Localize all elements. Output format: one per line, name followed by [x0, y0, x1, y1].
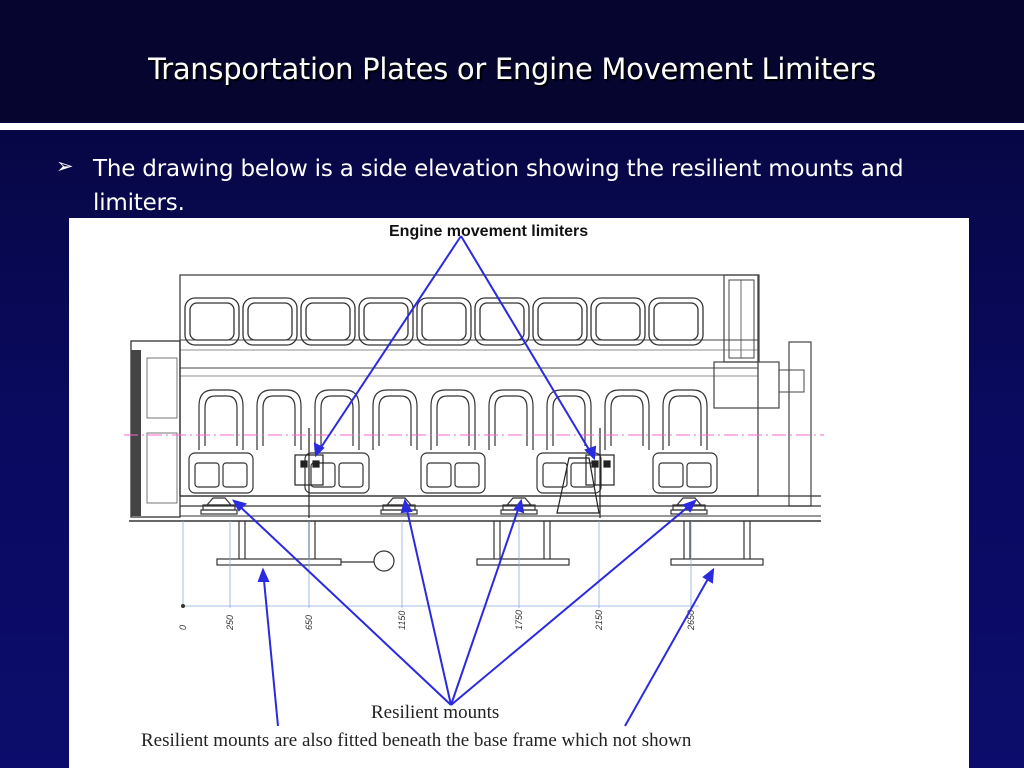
label-resilient-mounts: Resilient mounts — [371, 702, 500, 723]
arrowhead-bullet-icon: ➢ — [56, 154, 74, 178]
dimension-label: 0 — [178, 625, 188, 630]
dimension-label: 1750 — [514, 610, 524, 630]
dimension-label: 2150 — [594, 610, 604, 631]
engine-drawing: 0 250 650 1150 1750 2150 2650 — [124, 235, 824, 727]
bullet-text: The drawing below is a side elevation sh… — [93, 156, 904, 216]
dimension-label: 1150 — [397, 611, 407, 630]
label-engine-movement-limiters: Engine movement limiters — [389, 223, 589, 240]
dimension-label: 650 — [304, 615, 314, 630]
title-bar — [0, 0, 1024, 122]
title-divider — [0, 123, 1024, 130]
engine-elevation-figure: 0 250 650 1150 1750 2150 2650 Engine movement … — [69, 218, 969, 768]
figure-note: Resilient mounts are also fitted beneath… — [141, 730, 692, 751]
dimension-label: 250 — [225, 615, 235, 631]
slide-title: Transportation Plates or Engine Movement… — [148, 52, 876, 86]
dimension-label: 2650 — [686, 610, 696, 631]
